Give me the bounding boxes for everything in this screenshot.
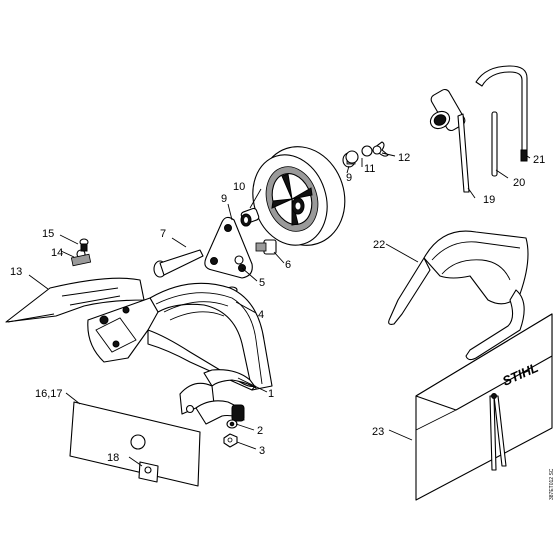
nut-assembly [223, 419, 238, 448]
callout-6: 6 [285, 259, 291, 271]
box-wrench [429, 88, 470, 193]
callout-18: 18 [107, 452, 119, 464]
tool-pouch: STIHL [415, 313, 553, 501]
callout-16-17: 16,17 [35, 388, 63, 400]
rubber-flap [5, 277, 145, 323]
callout-23: 23 [372, 426, 384, 438]
callout-21: 21 [533, 154, 545, 166]
callout-3: 3 [259, 445, 265, 457]
callout-1: 1 [268, 388, 274, 400]
rod [491, 111, 498, 177]
decal-label [69, 401, 201, 487]
flap-screw [70, 238, 92, 267]
hex-bolt [255, 239, 277, 255]
callout-9-plate: 9 [221, 193, 227, 205]
leader-lines [28, 152, 531, 467]
wheel [252, 146, 346, 246]
callout-22: 22 [373, 239, 385, 251]
callout-14: 14 [51, 247, 63, 259]
callout-13: 13 [10, 266, 22, 278]
callout-4: 4 [258, 309, 264, 321]
clamp [179, 369, 257, 425]
hex-key [475, 65, 528, 162]
callout-19: 19 [483, 194, 495, 206]
callout-11: 11 [364, 163, 375, 175]
mounting-plate [204, 216, 253, 279]
small-washer [234, 255, 244, 265]
spacer-sleeve [240, 207, 260, 227]
callout-9-washer: 9 [346, 172, 352, 184]
safety-glasses [388, 230, 529, 361]
callout-10: 10 [233, 181, 245, 193]
callout-15: 15 [42, 228, 54, 240]
callout-12: 12 [398, 152, 410, 164]
callout-7: 7 [160, 228, 166, 240]
long-bolt [153, 249, 204, 278]
callout-20: 20 [513, 177, 525, 189]
small-sticker [138, 461, 159, 483]
callout-5: 5 [259, 277, 265, 289]
callout-2: 2 [257, 425, 263, 437]
drawing-id: 387ET012 SC [549, 468, 555, 500]
